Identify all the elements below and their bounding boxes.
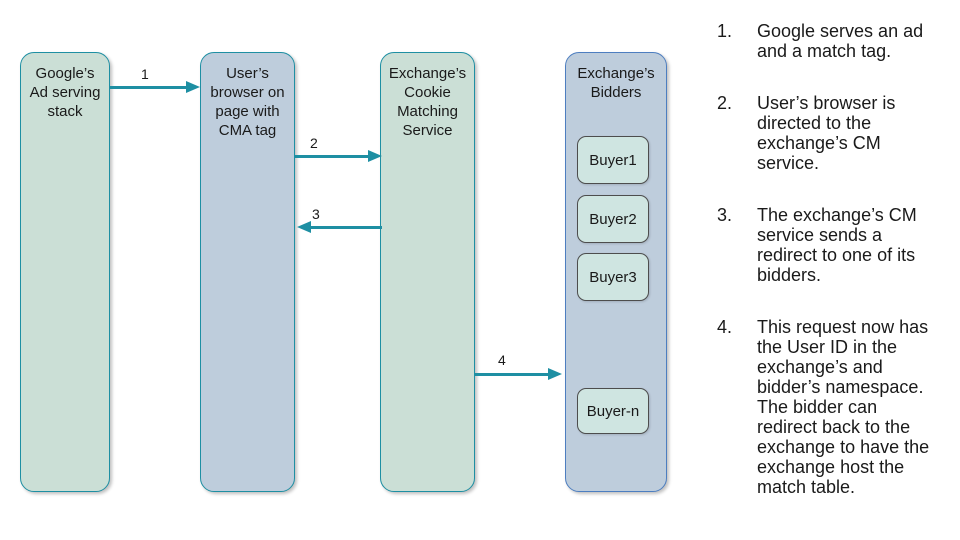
arrow-2-line (295, 154, 371, 158)
step-text: User’s browser is directed to the exchan… (757, 93, 896, 173)
step-item-3: 3. The exchange’s CM service sends a red… (717, 205, 949, 285)
node-google-ad-serving-stack: Google’s Ad serving stack (20, 52, 110, 492)
step-number: 1. (717, 21, 733, 41)
arrow-1-head-icon (186, 81, 200, 93)
step-text: This request now has the User ID in the … (757, 317, 930, 497)
node-label-cm-service: Exchange’s Cookie Matching Service (388, 65, 467, 139)
arrow-3 (297, 221, 382, 233)
step-number: 2. (717, 93, 733, 113)
buyer-box-3: Buyer3 (577, 253, 649, 301)
steps-list: 1. Google serves an ad and a match tag. … (717, 21, 949, 529)
node-exchange-bidders: Exchange’s Bidders Buyer1 Buyer2 Buyer3 … (565, 52, 667, 492)
arrow-3-head-icon (297, 221, 311, 233)
arrow-2 (295, 150, 382, 162)
node-label-bidders: Exchange’s Bidders (577, 65, 655, 101)
step-item-1: 1. Google serves an ad and a match tag. (717, 21, 949, 61)
arrow-1 (110, 81, 200, 93)
arrow-2-head-icon (368, 150, 382, 162)
node-users-browser: User’s browser on page with CMA tag (200, 52, 295, 492)
step-item-4: 4. This request now has the User ID in t… (717, 317, 949, 497)
node-label-browser: User’s browser on page with CMA tag (210, 65, 285, 139)
arrow-2-label: 2 (310, 135, 318, 151)
arrow-4-label: 4 (498, 352, 506, 368)
buyer-box-n: Buyer-n (577, 388, 649, 434)
step-text: The exchange’s CM service sends a redire… (757, 205, 917, 285)
arrow-3-line (308, 225, 382, 229)
arrow-3-label: 3 (312, 206, 320, 222)
buyer-box-1: Buyer1 (577, 136, 649, 184)
step-number: 3. (717, 205, 733, 225)
arrow-4 (474, 368, 562, 380)
arrow-4-line (474, 372, 551, 376)
node-exchange-cm-service: Exchange’s Cookie Matching Service (380, 52, 475, 492)
buyer-box-2: Buyer2 (577, 195, 649, 243)
arrow-4-head-icon (548, 368, 562, 380)
arrow-1-line (110, 85, 189, 89)
arrow-1-label: 1 (141, 66, 149, 82)
step-number: 4. (717, 317, 733, 337)
step-item-2: 2. User’s browser is directed to the exc… (717, 93, 949, 173)
step-text: Google serves an ad and a match tag. (757, 21, 924, 61)
node-label-google: Google’s Ad serving stack (29, 65, 101, 120)
